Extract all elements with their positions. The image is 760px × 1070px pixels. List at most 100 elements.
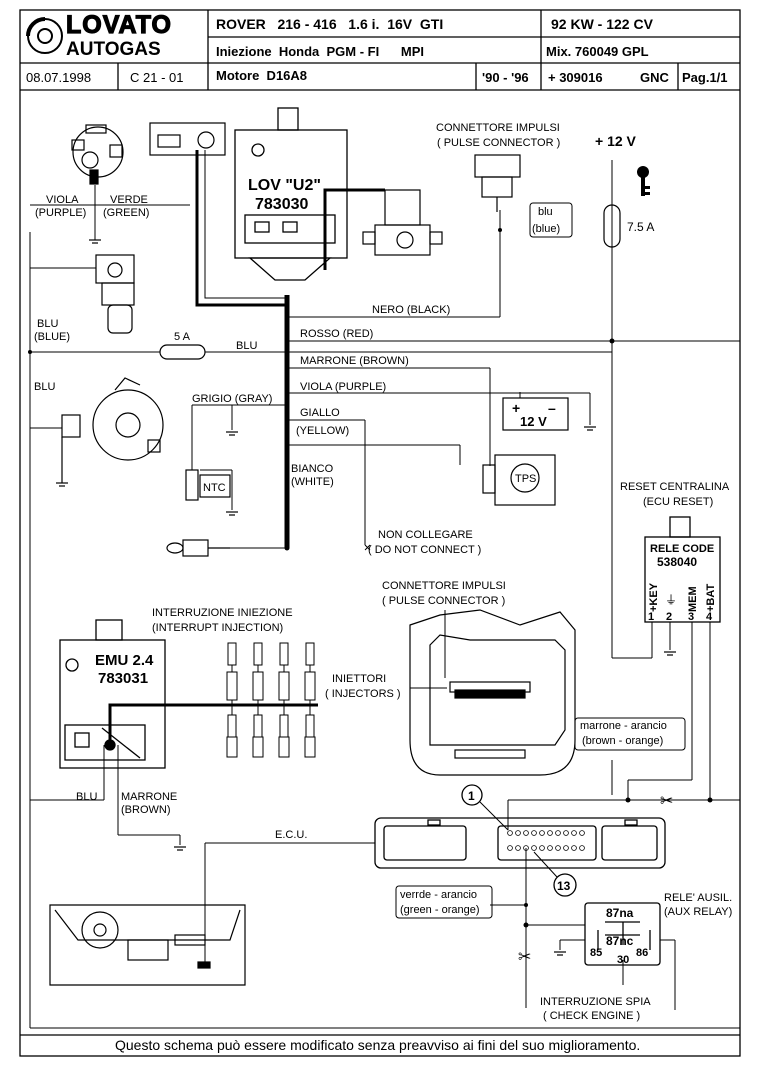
relay-code-label: RELE CODE bbox=[650, 543, 714, 555]
page-number: Pag.1/1 bbox=[682, 70, 728, 85]
aux-relay bbox=[584, 902, 661, 966]
fuse-75-label: 7.5 A bbox=[627, 220, 654, 234]
non-collegare-en: ( DO NOT CONNECT ) bbox=[368, 544, 481, 556]
pin-4: 4 bbox=[706, 611, 713, 623]
emu-unit bbox=[59, 619, 166, 769]
pin-1: 1 bbox=[648, 611, 654, 623]
ntc-sensor bbox=[185, 469, 231, 501]
relay-87nc: 87nc bbox=[606, 934, 634, 948]
emu-name: EMU 2.4 bbox=[95, 652, 154, 669]
blu-wire-label: BLU bbox=[236, 340, 257, 352]
verde-label: VERDE bbox=[110, 194, 148, 206]
viola-label-en: (PURPLE) bbox=[35, 207, 86, 219]
lovato-logo: LOVATO AUTOGAS bbox=[26, 10, 172, 60]
pin-2: 2 bbox=[666, 611, 672, 623]
plus-12v: + 12 V bbox=[595, 133, 637, 149]
callout-13-number: 13 bbox=[557, 879, 571, 893]
pin-gnd: ⏚ bbox=[665, 593, 677, 607]
callout-1-number: 1 bbox=[468, 789, 475, 803]
pulse2-label: CONNETTORE IMPULSI bbox=[382, 580, 506, 592]
relay-87na: 87na bbox=[606, 906, 634, 920]
ntc-label: NTC bbox=[203, 482, 226, 494]
pulse2-label-en: ( PULSE CONNECTOR ) bbox=[382, 595, 505, 607]
scissors-icon-2: ✂ bbox=[518, 949, 531, 966]
lov-name: LOV "U2" bbox=[248, 177, 321, 194]
brand-bottom: AUTOGAS bbox=[66, 39, 161, 60]
ecu-label: E.C.U. bbox=[275, 829, 307, 841]
verde-label-en: (GREEN) bbox=[103, 207, 149, 219]
grigio-label: GRIGIO (GRAY) bbox=[192, 393, 272, 405]
gas-solenoid-valve bbox=[362, 189, 443, 256]
marrone-bottom: MARRONE bbox=[121, 791, 177, 803]
brand-top: LOVATO bbox=[66, 11, 172, 39]
relay-85: 85 bbox=[590, 947, 602, 959]
spia-label: INTERRUZIONE SPIA bbox=[540, 996, 651, 1008]
engine: Motore D16A8 bbox=[216, 68, 307, 83]
interrupt-label: INTERRUZIONE INIEZIONE bbox=[152, 607, 293, 619]
kit-number: + 309016 bbox=[548, 70, 603, 85]
fuse-7-5a bbox=[603, 204, 621, 248]
dashboard bbox=[49, 904, 246, 986]
tps-label: TPS bbox=[515, 473, 536, 485]
engine-block bbox=[409, 609, 576, 776]
bianco-label-en: (WHITE) bbox=[291, 476, 334, 488]
bianco-label: BIANCO bbox=[291, 463, 334, 475]
switch-box bbox=[149, 122, 226, 156]
scissors-icon-1: ✂ bbox=[660, 793, 673, 810]
iniettori-label: INIETTORI bbox=[332, 673, 386, 685]
tps-sensor bbox=[482, 454, 556, 506]
blu-label: BLU bbox=[37, 318, 58, 330]
fuse-5a-label: 5 A bbox=[174, 331, 191, 343]
drawing-code: C 21 - 01 bbox=[130, 70, 183, 85]
rele-aus: RELE' AUSIL. bbox=[664, 892, 732, 904]
pulse-top-label: CONNETTORE IMPULSI bbox=[436, 122, 560, 134]
blu-label-en: (BLUE) bbox=[34, 331, 70, 343]
battery bbox=[502, 397, 569, 431]
nero-label: NERO (BLACK) bbox=[372, 304, 450, 316]
marrone-arancio-en: (brown - orange) bbox=[582, 735, 663, 747]
key-icon bbox=[637, 166, 650, 196]
battery-plus: + bbox=[512, 400, 520, 416]
pulse-top-label-en: ( PULSE CONNECTOR ) bbox=[437, 137, 560, 149]
pin-mem: MEM bbox=[687, 586, 699, 612]
rele-aus-en: (AUX RELAY) bbox=[664, 906, 732, 918]
verde-arancio: verrde - arancio bbox=[400, 889, 477, 901]
fuse-5a bbox=[159, 344, 206, 360]
verde-arancio-en: (green - orange) bbox=[400, 904, 480, 916]
giallo-label: GIALLO bbox=[300, 407, 340, 419]
labels: VIOLA (PURPLE) VERDE (GREEN) BLU (BLUE) … bbox=[34, 122, 732, 1022]
marrone-label: MARRONE (BROWN) bbox=[300, 355, 409, 367]
blu-bottom: BLU bbox=[76, 791, 97, 803]
date: 08.07.1998 bbox=[26, 70, 91, 85]
interrupt-label-en: (INTERRUPT INJECTION) bbox=[152, 622, 283, 634]
distributor bbox=[71, 124, 124, 185]
reset-relay bbox=[644, 516, 721, 623]
reset-label-en: (ECU RESET) bbox=[643, 496, 713, 508]
viola-label: VIOLA bbox=[46, 194, 79, 206]
lambda-sensor bbox=[166, 539, 230, 557]
pin-3: 3 bbox=[688, 611, 694, 623]
pulse-connector-top bbox=[474, 154, 521, 212]
vehicle-title: ROVER 216 - 416 1.6 i. 16V GTI bbox=[216, 16, 443, 32]
battery-voltage: 12 V bbox=[520, 414, 547, 429]
label-boxes bbox=[395, 202, 686, 919]
iniettori-label-en: ( INJECTORS ) bbox=[325, 688, 401, 700]
callout-1: 1 bbox=[461, 784, 509, 831]
battery-minus: – bbox=[548, 400, 556, 416]
blu-small: blu bbox=[538, 206, 553, 218]
relay-86: 86 bbox=[636, 947, 648, 959]
blu-small-en: (blue) bbox=[532, 223, 560, 235]
emu-code: 783031 bbox=[98, 670, 148, 687]
callout-13: 13 bbox=[533, 851, 577, 897]
title-block bbox=[19, 9, 741, 1057]
ecu-pins bbox=[507, 830, 585, 851]
rosso-label: ROSSO (RED) bbox=[300, 328, 373, 340]
years: '90 - '96 bbox=[482, 70, 529, 85]
giallo-label-en: (YELLOW) bbox=[296, 425, 349, 437]
lov-code: 783030 bbox=[255, 196, 308, 213]
pin-key: +KEY bbox=[648, 582, 660, 612]
ground-symbols bbox=[56, 239, 676, 956]
spia-label-en: ( CHECK ENGINE ) bbox=[543, 1010, 640, 1022]
lov-ecu bbox=[234, 107, 348, 281]
